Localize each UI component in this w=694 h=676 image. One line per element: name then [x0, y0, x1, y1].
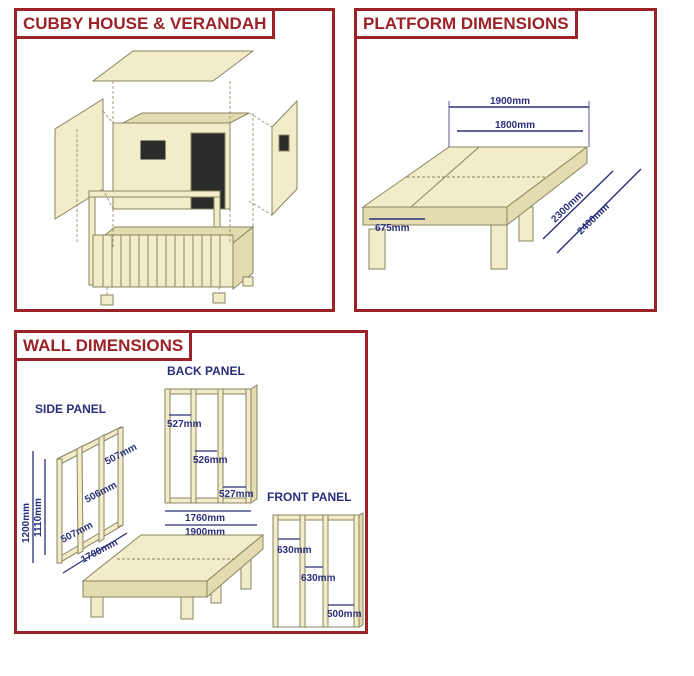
dim-line-2400 — [556, 168, 642, 254]
platform-leg-1 — [368, 228, 386, 270]
wall-dimensions-illustration: SIDE PANEL 1200mm 1110mm 507mm 506mm 507… — [21, 364, 364, 628]
cubby-house-panel: CUBBY HOUSE & VERANDAH — [14, 8, 335, 312]
back-spacing-526: 526mm — [193, 455, 228, 466]
dim-2400mm: 2400mm — [575, 201, 612, 237]
left-wall-panel — [54, 98, 104, 220]
back-spacing-527-left: 527mm — [167, 419, 202, 430]
right-wall-window — [278, 134, 290, 152]
back-width-1760: 1760mm — [185, 513, 225, 524]
wall-dimensions-panel: WALL DIMENSIONS SIDE PANEL 1200mm 1110mm… — [14, 330, 368, 634]
front-panel-frame — [272, 512, 364, 628]
dim-1900mm: 1900mm — [490, 96, 530, 107]
foot-block-2 — [212, 292, 226, 304]
side-panel-label: SIDE PANEL — [35, 402, 106, 416]
platform-panel: PLATFORM DIMENSIONS 1900mm 1800mm — [354, 8, 657, 312]
back-panel-frame — [164, 384, 258, 504]
platform-leg-2 — [490, 218, 508, 270]
back-panel-label: BACK PANEL — [167, 364, 245, 378]
back-spacing-527-right: 527mm — [219, 489, 254, 500]
dim-2300mm: 2300mm — [549, 189, 586, 225]
foot-block-1 — [100, 294, 114, 306]
cubby-house-title: CUBBY HOUSE & VERANDAH — [14, 8, 276, 39]
front-spacing-630-mid: 630mm — [301, 573, 336, 584]
verandah-balustrade — [92, 234, 234, 288]
back-width-1900: 1900mm — [185, 527, 225, 538]
cubby-house-illustration — [54, 50, 298, 306]
foot-block-3 — [242, 276, 254, 287]
dim-line-2300 — [542, 170, 614, 240]
wall-dimensions-title: WALL DIMENSIONS — [14, 330, 193, 361]
dim-675mm: 675mm — [375, 223, 410, 234]
right-wall-panel — [271, 99, 298, 217]
side-height-1200: 1200mm — [21, 503, 32, 543]
side-height-1110: 1110mm — [33, 498, 44, 537]
front-panel-label: FRONT PANEL — [267, 490, 351, 504]
dim-1800mm: 1800mm — [495, 120, 535, 131]
platform-side-face — [506, 146, 588, 227]
front-spacing-630-left: 630mm — [277, 545, 312, 556]
front-window — [137, 137, 169, 163]
platform-title: PLATFORM DIMENSIONS — [354, 8, 578, 39]
wall-base-platform — [81, 533, 265, 620]
roof-panel — [91, 50, 255, 82]
side-panel-frame — [56, 426, 124, 564]
exploded-guide-lines — [76, 81, 273, 295]
balustrade-pickets — [102, 235, 221, 287]
front-spacing-500: 500mm — [327, 609, 362, 620]
verandah-rail — [88, 190, 221, 198]
platform-illustration: 1900mm 1800mm 2300mm 2400mm 675mm — [361, 96, 642, 270]
